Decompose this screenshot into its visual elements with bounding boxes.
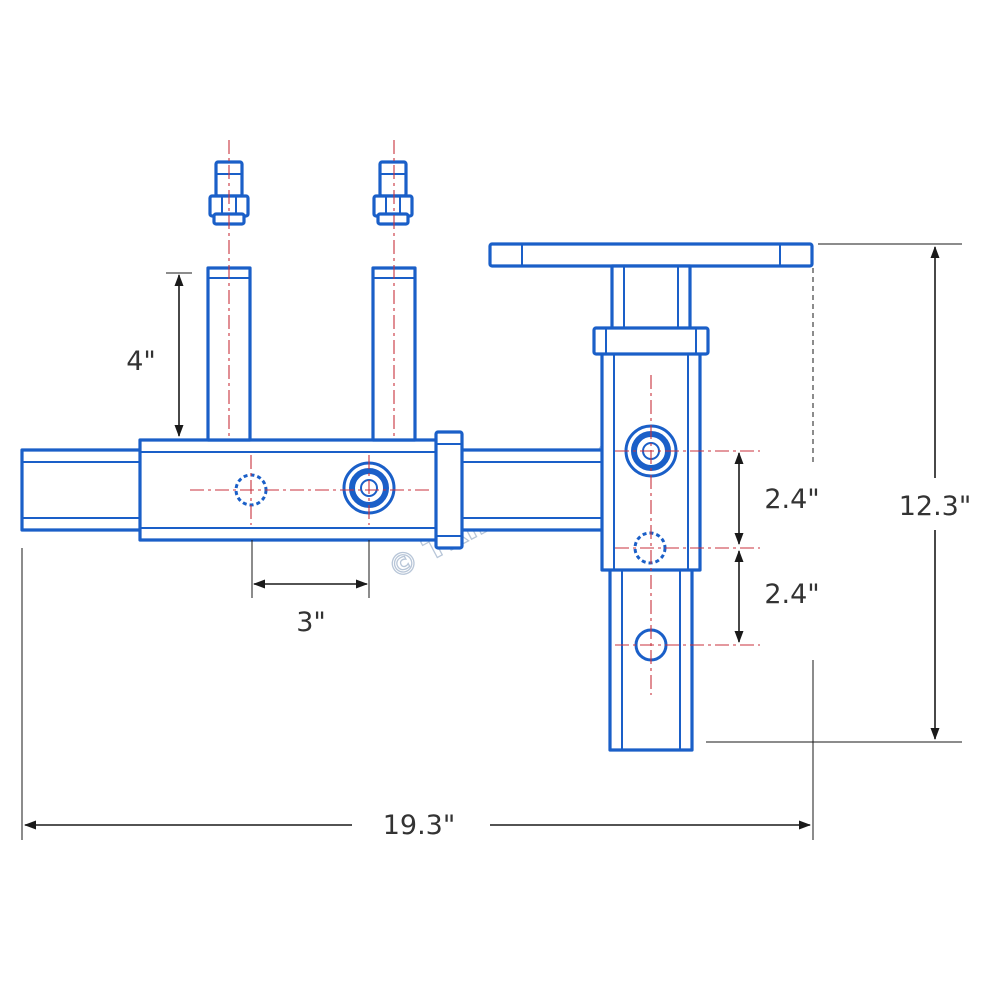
top-mounting-plate [488, 242, 814, 268]
dimension-stud-height: 4" [126, 272, 192, 437]
label-overall-width: 19.3" [383, 810, 456, 841]
label-stud-spacing: 3" [296, 607, 326, 638]
dimension-stud-spacing: 3" [251, 540, 370, 638]
label-hole-spacing-lower: 2.4" [764, 579, 819, 610]
centerlines [190, 140, 760, 695]
plate-stem [610, 264, 692, 332]
nut-right [372, 160, 414, 226]
vertical-collar [592, 326, 710, 356]
horizontal-collar [434, 430, 464, 550]
label-overall-height: 12.3" [899, 491, 972, 522]
label-hole-spacing-upper: 2.4" [764, 484, 819, 515]
dimension-hole-spacing-upper: 2.4" [734, 452, 820, 545]
dimension-hole-spacing-lower: 2.4" [734, 550, 820, 643]
dimension-overall-height: 12.3" [706, 243, 972, 743]
label-stud-height: 4" [126, 346, 156, 377]
dimension-overall-width: 19.3" [21, 268, 814, 841]
